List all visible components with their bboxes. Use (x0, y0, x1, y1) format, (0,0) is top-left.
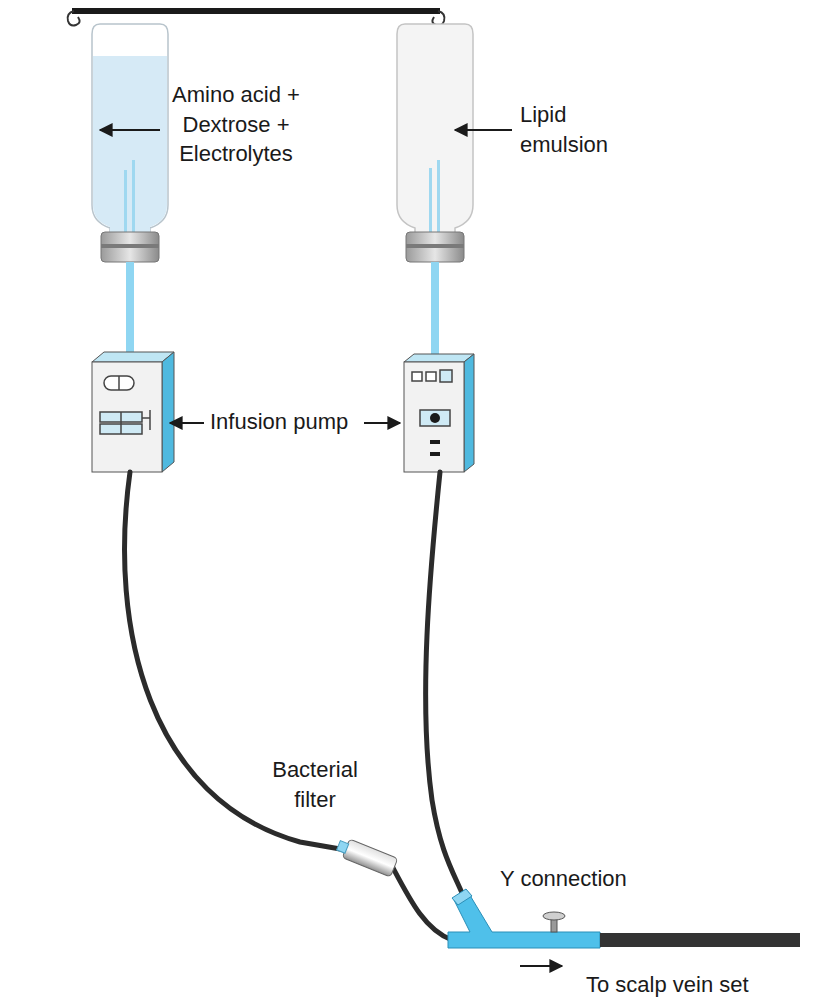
filter-label: Bacterial filter (255, 755, 375, 814)
right-infusion-pump (404, 354, 474, 472)
lipid-label: Lipid emulsion (520, 100, 620, 159)
pump-label: Infusion pump (210, 407, 348, 437)
tubing (125, 472, 462, 940)
lipid-emulsion-bottle (397, 24, 473, 356)
destination-label: To scalp vein set (586, 970, 749, 1000)
y-connection-label: Y connection (500, 864, 627, 894)
amino-acid-bottle (92, 24, 168, 356)
leader-arrows (100, 130, 562, 966)
bacterial-filter (335, 836, 398, 877)
left-infusion-pump (92, 352, 174, 472)
hanger-bar (68, 8, 445, 26)
solution-label: Amino acid + Dextrose + Electrolytes (166, 80, 306, 169)
y-connector (448, 889, 800, 948)
